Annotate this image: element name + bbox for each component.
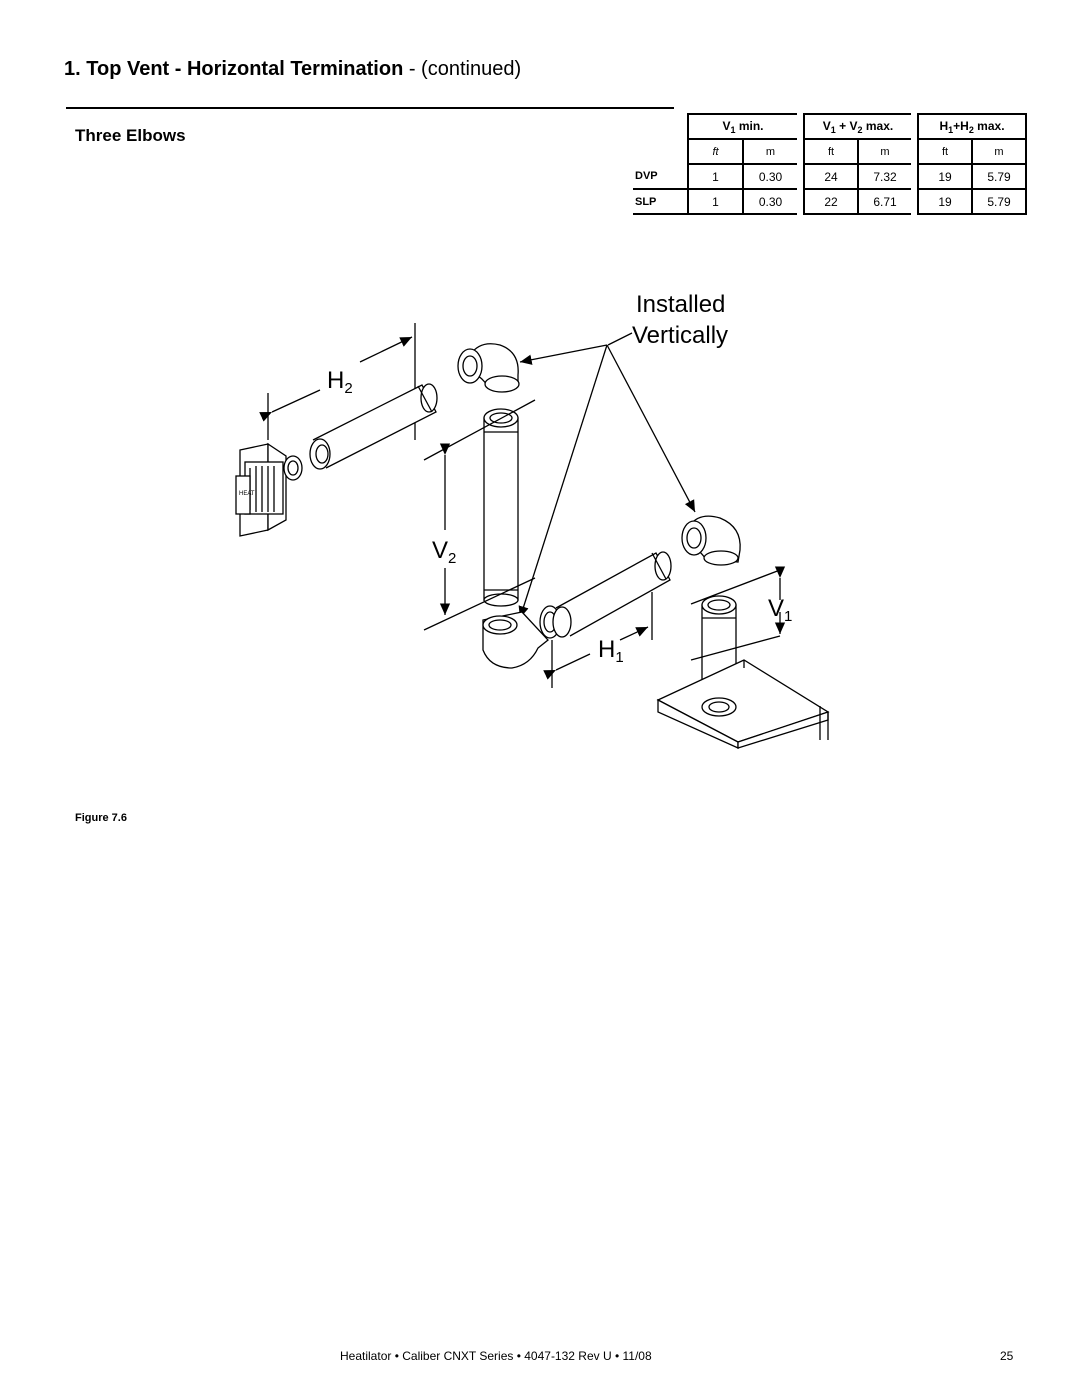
table-cell: 19 — [917, 189, 972, 215]
table-unit-cell: m — [742, 139, 797, 165]
table-header-v1-min: V1 min. — [687, 113, 797, 140]
section-continued: - (continued) — [408, 58, 522, 80]
table-unit-cell: ft — [687, 139, 743, 165]
cap-brand-text: HEAT — [239, 491, 255, 497]
table-cell: 0.30 — [742, 189, 797, 215]
h1-dim-arrow-left — [543, 653, 591, 680]
v1-dim-bottom-line — [690, 635, 781, 661]
pipe-v2 — [483, 408, 519, 607]
table-header-v1v2-max: V1 + V2 max. — [803, 113, 911, 140]
table-cell: 0.30 — [742, 164, 797, 190]
table-unit-cell: ft — [917, 139, 972, 165]
table-row: SLP 1 0.30 22 6.71 19 5.79 — [633, 189, 1027, 215]
table-unit-cell: m — [857, 139, 911, 165]
table-cell: 6.71 — [857, 189, 911, 215]
callout-arrow-bottom-elbow — [518, 344, 608, 619]
pipe-h2 — [309, 383, 438, 470]
heading-rule — [66, 107, 674, 109]
section-number: 1. — [64, 58, 81, 80]
h1-dim-arrow-right — [619, 626, 649, 641]
page-number: 25 — [1000, 1349, 1014, 1363]
termination-cap: HEAT — [235, 442, 303, 537]
callout-bracket — [607, 332, 633, 346]
table-cell: 7.32 — [857, 164, 911, 190]
firebox-top — [656, 659, 830, 750]
elbow-top — [457, 343, 520, 393]
footer-text: Heatilator • Caliber CNXT Series • 4047-… — [340, 1349, 652, 1363]
elbow-right — [681, 515, 741, 566]
callout-arrow-right-elbow — [606, 344, 696, 513]
v1-dim-top-line — [690, 569, 781, 605]
table-cell: 5.79 — [971, 189, 1027, 215]
h2-dim-arrow-left — [259, 389, 321, 422]
section-heading: 1. Top Vent - Horizontal Termination - (… — [64, 58, 521, 81]
label-installed: Installed — [636, 291, 725, 318]
elbow-bottom — [482, 605, 561, 669]
table-unit-row: ft m ft m ft m — [633, 139, 1027, 165]
pipe-h1 — [552, 551, 672, 638]
label-h2: H2 — [327, 367, 353, 397]
table-cell: 1 — [687, 189, 743, 215]
table-cell: 1 — [687, 164, 743, 190]
v2-dim-bottom-line — [423, 577, 536, 631]
callout-arrow-top-elbow — [519, 344, 608, 365]
table-row: DVP 1 0.30 24 7.32 19 5.79 — [633, 164, 1027, 190]
table-unit-cell: m — [971, 139, 1027, 165]
label-h1: H1 — [598, 636, 624, 666]
table-cell: 24 — [803, 164, 858, 190]
label-v1: V1 — [768, 595, 792, 625]
vent-length-table: V1 min. V1 + V2 max. H1+H2 max. ft m ft … — [633, 113, 1027, 215]
label-v2: V2 — [432, 537, 456, 567]
table-cell: 5.79 — [971, 164, 1027, 190]
section-title: Top Vent - Horizontal Termination — [86, 58, 404, 80]
table-header-row: V1 min. V1 + V2 max. H1+H2 max. — [633, 113, 1027, 140]
subheading: Three Elbows — [75, 126, 186, 145]
figure-caption: Figure 7.6 — [75, 812, 127, 824]
table-cell: 22 — [803, 189, 858, 215]
h2-dim-arrow-right — [359, 336, 413, 363]
table-row-label: SLP — [633, 189, 689, 215]
label-vertically: Vertically — [632, 322, 728, 349]
table-header-h1h2-max: H1+H2 max. — [917, 113, 1027, 140]
table-unit-cell: ft — [803, 139, 858, 165]
table-cell: 19 — [917, 164, 972, 190]
vent-installation-diagram: Installed Vertically H2 HEAT — [235, 291, 830, 750]
table-row-label: DVP — [633, 164, 689, 190]
